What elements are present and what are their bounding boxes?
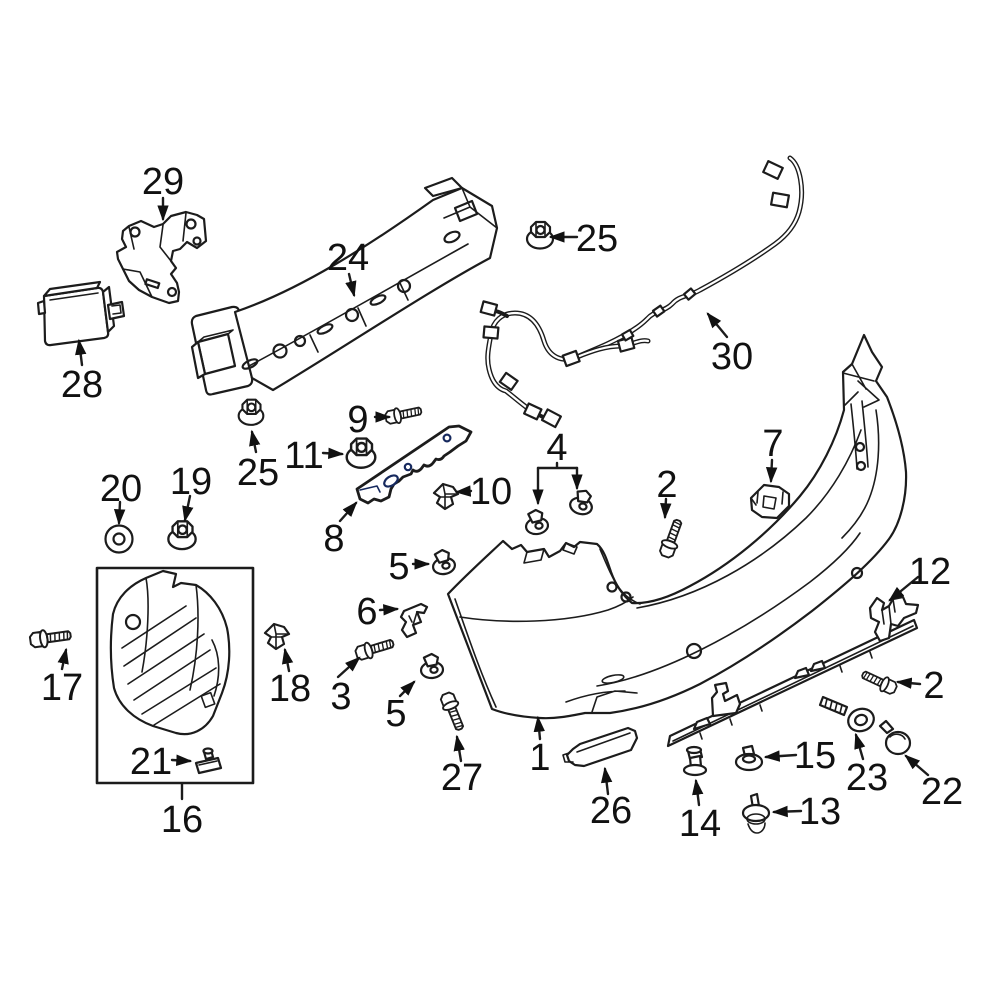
part-label-15: 15 xyxy=(794,735,836,777)
part-29-bracket xyxy=(115,210,208,305)
part-label-18: 18 xyxy=(269,668,311,710)
leader-part-25-left xyxy=(249,429,261,454)
leader-part-5-lower xyxy=(398,680,416,698)
part-label-17: 17 xyxy=(41,667,83,709)
leader-lines xyxy=(57,196,930,818)
part-label-14: 14 xyxy=(679,803,721,845)
leader-part-11 xyxy=(321,447,345,459)
leader-part-10 xyxy=(454,485,473,497)
leader-part-15 xyxy=(763,750,798,762)
part-label-7: 7 xyxy=(762,423,783,465)
part-28-module xyxy=(36,280,126,347)
part-11-nut xyxy=(345,437,377,469)
leader-part-3 xyxy=(336,656,361,679)
leader-part-12 xyxy=(888,575,920,602)
leader-part-1 xyxy=(533,715,545,741)
part-5-grommet-upper xyxy=(429,547,458,577)
part-2-bolt-middle xyxy=(656,516,687,561)
part-27-bolt xyxy=(437,689,469,734)
part-label-27: 27 xyxy=(441,757,483,799)
part-label-8: 8 xyxy=(323,518,344,560)
part-label-4: 4 xyxy=(546,427,567,469)
part-label-23: 23 xyxy=(846,757,888,799)
leader-part-26 xyxy=(600,766,613,796)
part-13-clip xyxy=(741,792,771,834)
part-3-bolt xyxy=(353,634,397,663)
part-label-13: 13 xyxy=(799,791,841,833)
part-label-11: 11 xyxy=(284,435,323,477)
part-label-19: 19 xyxy=(170,461,212,503)
part-label-6: 6 xyxy=(356,591,377,633)
leader-part-17 xyxy=(57,647,69,671)
part-label-9: 9 xyxy=(347,399,368,441)
leader-part-19 xyxy=(182,494,194,523)
part-label-28: 28 xyxy=(61,364,103,406)
leader-part-13 xyxy=(771,805,803,818)
part-label-16: 16 xyxy=(161,799,203,841)
part-6-bracket xyxy=(399,602,429,639)
part-24-impact-bar xyxy=(190,176,499,396)
part-23-tow-hook xyxy=(818,695,875,733)
lower-trim-strip xyxy=(666,618,919,748)
part-17-bolt xyxy=(28,625,73,651)
leader-part-2-middle xyxy=(660,497,672,520)
part-15-clip xyxy=(734,744,764,772)
part-label-24: 24 xyxy=(327,237,369,279)
leader-part-21 xyxy=(170,754,193,766)
part-9-bolt xyxy=(383,402,424,427)
leader-part-6 xyxy=(378,604,400,616)
part-4-grommet-right xyxy=(567,486,597,518)
part-label-22: 22 xyxy=(921,771,963,813)
part-label-5: 5 xyxy=(385,693,406,735)
part-label-2: 2 xyxy=(923,665,944,707)
part-22-cap xyxy=(878,719,912,756)
leader-part-8 xyxy=(338,501,358,523)
leader-part-24 xyxy=(345,272,357,298)
leader-part-27 xyxy=(453,734,465,763)
part-20-washer xyxy=(104,524,134,554)
leader-part-14 xyxy=(692,778,704,807)
leader-part-18 xyxy=(281,647,294,673)
part-label-1: 1 xyxy=(529,737,550,779)
part-label-26: 26 xyxy=(590,790,632,832)
part-26-reflector-cover xyxy=(562,726,639,768)
part-16-box xyxy=(95,566,255,785)
leader-part-22 xyxy=(904,754,930,777)
leader-part-2-right xyxy=(895,677,922,689)
part-label-5: 5 xyxy=(388,546,409,588)
part-label-21: 21 xyxy=(130,741,172,783)
part-10-clip xyxy=(432,482,460,511)
part-label-12: 12 xyxy=(909,551,951,593)
part-7-clip xyxy=(749,483,791,520)
part-25-nut-upper xyxy=(525,220,555,250)
part-30-wire-harness xyxy=(479,155,805,429)
part-8-bracket-highlighted xyxy=(355,424,473,505)
leader-part-28 xyxy=(75,338,87,367)
part-label-10: 10 xyxy=(470,471,512,513)
part-25-nut-left xyxy=(237,398,265,426)
part-label-20: 20 xyxy=(100,468,142,510)
part-5-grommet-lower xyxy=(418,652,445,681)
part-label-25: 25 xyxy=(576,218,618,260)
part-label-29: 29 xyxy=(142,161,184,203)
leader-part-20 xyxy=(113,500,126,526)
part-label-3: 3 xyxy=(330,676,351,718)
leader-part-4-bracket xyxy=(536,461,579,470)
part-18-clip xyxy=(263,622,291,651)
part-21-fastener xyxy=(194,747,223,775)
part-4-grommet-left xyxy=(522,507,551,537)
part-14-rivet xyxy=(682,745,708,777)
part-label-25: 25 xyxy=(237,452,279,494)
part-19-nut xyxy=(167,520,197,551)
leader-part-30 xyxy=(706,312,729,339)
part-2-bolt-right xyxy=(858,666,900,698)
part-label-30: 30 xyxy=(711,336,753,378)
part-1-bumper-cover xyxy=(446,333,908,720)
leader-part-23 xyxy=(854,732,866,761)
leader-part-7 xyxy=(765,458,778,484)
part-label-2: 2 xyxy=(656,464,677,506)
part-12-bracket xyxy=(868,595,920,643)
